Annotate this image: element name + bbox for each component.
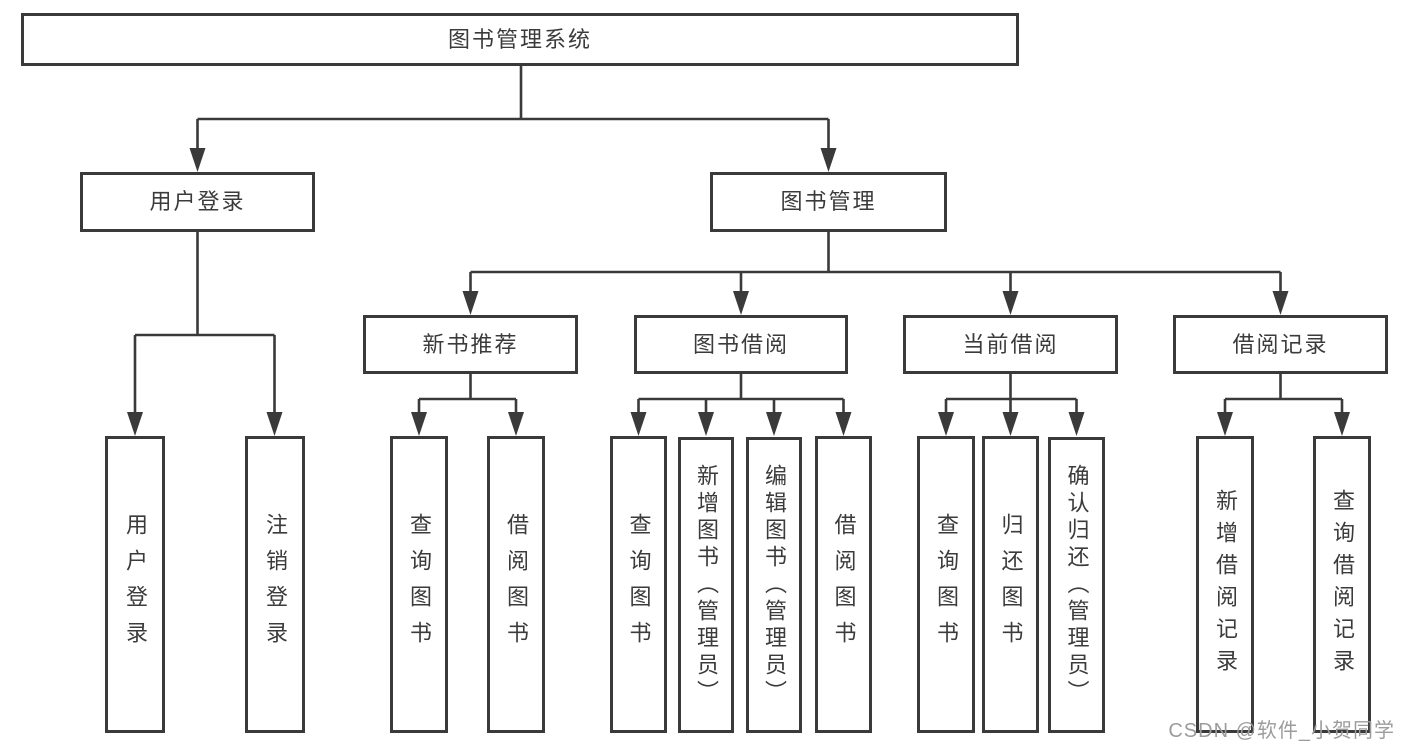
leaf-query-books-2: 查询图书 — [610, 436, 667, 733]
connector-current — [944, 374, 1078, 420]
node-user-login: 用户登录 — [80, 172, 315, 232]
node-current-borrow: 当前借阅 — [903, 315, 1118, 374]
csdn-watermark: CSDN @软件_小贺同学 — [1168, 720, 1395, 742]
node-root: 图书管理系统 — [21, 13, 1019, 66]
node-book-borrow-label: 图书借阅 — [692, 331, 789, 357]
connector-root — [196, 66, 830, 156]
connector-user-login — [133, 232, 276, 420]
leaf-user-login-label: 用户登录 — [123, 512, 148, 657]
leaf-edit-books-admin: 编辑图书（管理员） — [746, 437, 802, 733]
leaf-return-books: 归还图书 — [982, 436, 1039, 733]
node-borrow-records-label: 借阅记录 — [1232, 331, 1329, 357]
leaf-add-borrow-record: 新增借阅记录 — [1196, 436, 1254, 733]
leaf-query-borrow-record: 查询借阅记录 — [1313, 436, 1371, 733]
leaf-query-books-2-label: 查询图书 — [626, 512, 652, 657]
leaf-query-borrow-record-label: 查询借阅记录 — [1330, 488, 1355, 681]
leaf-add-books-admin: 新增图书（管理员） — [678, 437, 734, 733]
connector-borrow — [637, 374, 845, 420]
leaf-add-borrow-record-label: 新增借阅记录 — [1213, 488, 1238, 681]
leaf-user-login: 用户登录 — [105, 436, 165, 733]
leaf-edit-books-admin-label: 编辑图书（管理员） — [762, 463, 787, 707]
leaf-add-books-admin-label: 新增图书（管理员） — [694, 463, 719, 707]
node-book-management-label: 图书管理 — [780, 189, 877, 214]
leaf-query-books-3: 查询图书 — [917, 436, 975, 733]
node-root-label: 图书管理系统 — [447, 26, 592, 52]
leaf-borrow-books-2: 借阅图书 — [815, 436, 872, 733]
leaf-borrow-books-1: 借阅图书 — [487, 436, 545, 733]
leaf-logout: 注销登录 — [245, 436, 305, 733]
node-new-book-recommend-label: 新书推荐 — [422, 331, 519, 357]
leaf-query-books-3-label: 查询图书 — [934, 512, 959, 657]
node-current-borrow-label: 当前借阅 — [962, 331, 1059, 357]
leaf-logout-label: 注销登录 — [263, 512, 288, 657]
connector-records — [1223, 374, 1344, 420]
leaf-query-books-1: 查询图书 — [390, 436, 448, 733]
node-borrow-records: 借阅记录 — [1173, 315, 1388, 374]
leaf-borrow-books-1-label: 借阅图书 — [504, 512, 529, 657]
leaf-borrow-books-2-label: 借阅图书 — [831, 512, 857, 657]
node-book-management: 图书管理 — [710, 172, 947, 232]
leaf-return-books-label: 归还图书 — [998, 512, 1024, 657]
node-new-book-recommend: 新书推荐 — [363, 315, 578, 374]
leaf-confirm-return-admin: 确认归还（管理员） — [1048, 437, 1105, 733]
node-book-borrow: 图书借阅 — [634, 315, 848, 374]
leaf-query-books-1-label: 查询图书 — [407, 512, 432, 657]
connector-new-books — [417, 374, 518, 420]
leaf-confirm-return-admin-label: 确认归还（管理员） — [1064, 463, 1090, 707]
node-user-login-label: 用户登录 — [149, 189, 246, 214]
connector-book-mgmt — [469, 232, 1282, 300]
arrowheads — [127, 148, 1350, 436]
